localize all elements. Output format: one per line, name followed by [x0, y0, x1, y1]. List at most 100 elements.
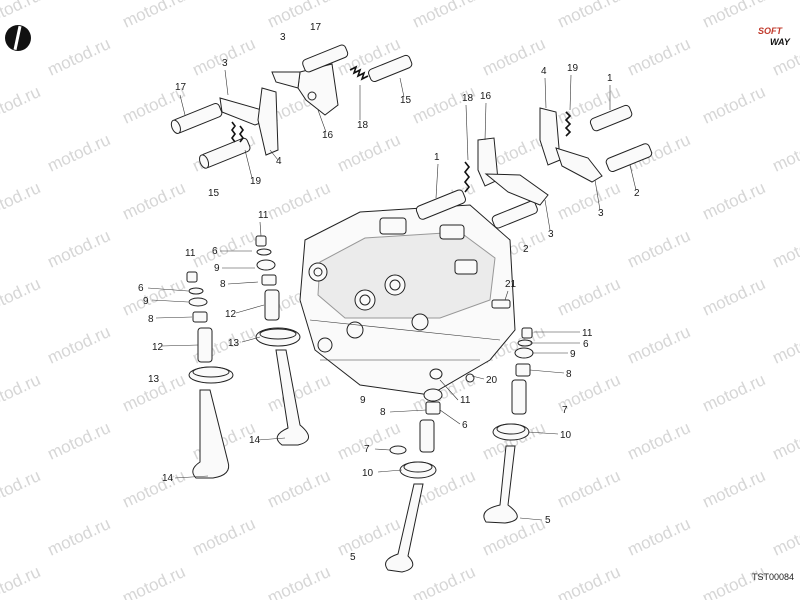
watermark-text: motod.ru	[409, 562, 478, 600]
watermark-text: motod.ru	[44, 322, 113, 368]
part-callout-2: 2	[523, 244, 529, 255]
part-callout-3: 3	[280, 32, 286, 43]
valve-stack-right	[483, 327, 534, 524]
part-callout-12: 12	[225, 309, 237, 320]
watermark-text: motod.ru	[0, 466, 43, 512]
part-callout-15: 15	[208, 188, 220, 199]
leader-line	[629, 164, 637, 191]
leader-line	[377, 469, 403, 473]
leader-line	[374, 448, 391, 451]
logo-icon	[5, 25, 31, 51]
leader-line	[269, 149, 279, 161]
watermark-text: motod.ru	[624, 226, 693, 272]
sensor-21	[491, 299, 511, 309]
leader-line	[151, 299, 189, 303]
leader-line	[155, 316, 193, 319]
rocker-group-right	[415, 104, 653, 229]
cylinder-head	[299, 204, 516, 396]
leader-line	[241, 336, 261, 343]
part-callout-16: 16	[322, 130, 334, 141]
part-callout-15: 15	[400, 95, 412, 106]
watermark-text: motod.ru	[699, 82, 768, 128]
watermark-text: motod.ru	[554, 466, 623, 512]
watermark-text: motod.ru	[44, 514, 113, 560]
watermark-text: motod.ru	[624, 514, 693, 560]
part-callout-7: 7	[562, 405, 568, 416]
watermark-text: motod.ru	[699, 466, 768, 512]
part-callout-9: 9	[360, 395, 366, 406]
part-callout-18: 18	[357, 120, 369, 131]
part-callout-11: 11	[258, 210, 269, 221]
part-callout-2: 2	[634, 188, 640, 199]
part-callout-10: 10	[362, 468, 374, 479]
leader-line	[439, 409, 461, 425]
part-callout-13: 13	[228, 338, 240, 349]
watermark-text: motod.ru	[119, 0, 188, 32]
watermark-text: motod.ru	[769, 418, 800, 464]
brand-line-1: SOFT	[758, 26, 784, 36]
part-callout-20: 20	[486, 375, 498, 386]
watermark-text: motod.ru	[699, 370, 768, 416]
brand-line-2: WAY	[770, 37, 791, 47]
watermark-text: motod.ru	[409, 0, 478, 32]
leader-line	[484, 102, 487, 141]
part-callout-10: 10	[560, 430, 572, 441]
watermark-text: motod.ru	[624, 322, 693, 368]
part-callout-6: 6	[583, 339, 589, 350]
leader-line	[504, 290, 509, 301]
leader-line	[519, 517, 543, 521]
part-callout-8: 8	[148, 314, 154, 325]
leader-line	[399, 77, 405, 98]
part-callout-4: 4	[541, 66, 547, 77]
watermark-text: motod.ru	[334, 130, 403, 176]
watermark-text: motod.ru	[479, 34, 548, 80]
leader-line	[147, 287, 189, 292]
watermark-text: motod.ru	[699, 274, 768, 320]
part-callout-18: 18	[462, 93, 474, 104]
leader-line	[317, 109, 327, 133]
part-callout-5: 5	[545, 515, 551, 526]
watermark-text: motod.ru	[554, 0, 623, 32]
part-callout-17: 17	[310, 22, 322, 33]
part-callout-4: 4	[276, 156, 282, 167]
watermark-text: motod.ru	[189, 34, 258, 80]
leader-line	[235, 304, 265, 314]
part-callout-3: 3	[548, 229, 554, 240]
part-callout-6: 6	[212, 246, 218, 257]
watermark-text: motod.ru	[409, 82, 478, 128]
watermark-text: motod.ru	[0, 274, 43, 320]
part-callout-9: 9	[143, 296, 149, 307]
watermark-text: motod.ru	[44, 226, 113, 272]
watermark-text: motod.ru	[0, 562, 43, 600]
part-callout-6: 6	[462, 420, 468, 431]
leader-line	[594, 179, 601, 211]
brand-mark: SOFT WAY	[758, 26, 791, 47]
valve-stack-center	[385, 368, 443, 573]
watermark-text: motod.ru	[769, 130, 800, 176]
watermark-text: motod.ru	[44, 34, 113, 80]
part-callout-11: 11	[582, 328, 593, 339]
watermark-text: motod.ru	[769, 322, 800, 368]
watermark-text: motod.ru	[554, 562, 623, 600]
watermark-text: motod.ru	[264, 370, 333, 416]
watermark-text: motod.ru	[264, 466, 333, 512]
watermark-text: motod.ru	[119, 562, 188, 600]
leader-line	[259, 221, 262, 237]
leader-line	[161, 344, 199, 347]
part-callout-8: 8	[380, 407, 386, 418]
watermark-text: motod.ru	[264, 0, 333, 32]
leader-line	[439, 379, 459, 401]
valve-stack-left-a	[186, 271, 234, 479]
watermark-text: motod.ru	[44, 418, 113, 464]
leader-line	[465, 104, 469, 161]
plug-20	[465, 373, 475, 383]
part-callout-19: 19	[250, 176, 262, 187]
watermark-text: motod.ru	[189, 226, 258, 272]
part-callout-1: 1	[607, 73, 613, 84]
part-callout-11: 11	[460, 395, 471, 406]
part-callout-14: 14	[249, 435, 261, 446]
part-callout-9: 9	[570, 349, 576, 360]
watermark-text: motod.ru	[0, 178, 43, 224]
leader-line	[544, 199, 551, 231]
part-callout-3: 3	[598, 208, 604, 219]
